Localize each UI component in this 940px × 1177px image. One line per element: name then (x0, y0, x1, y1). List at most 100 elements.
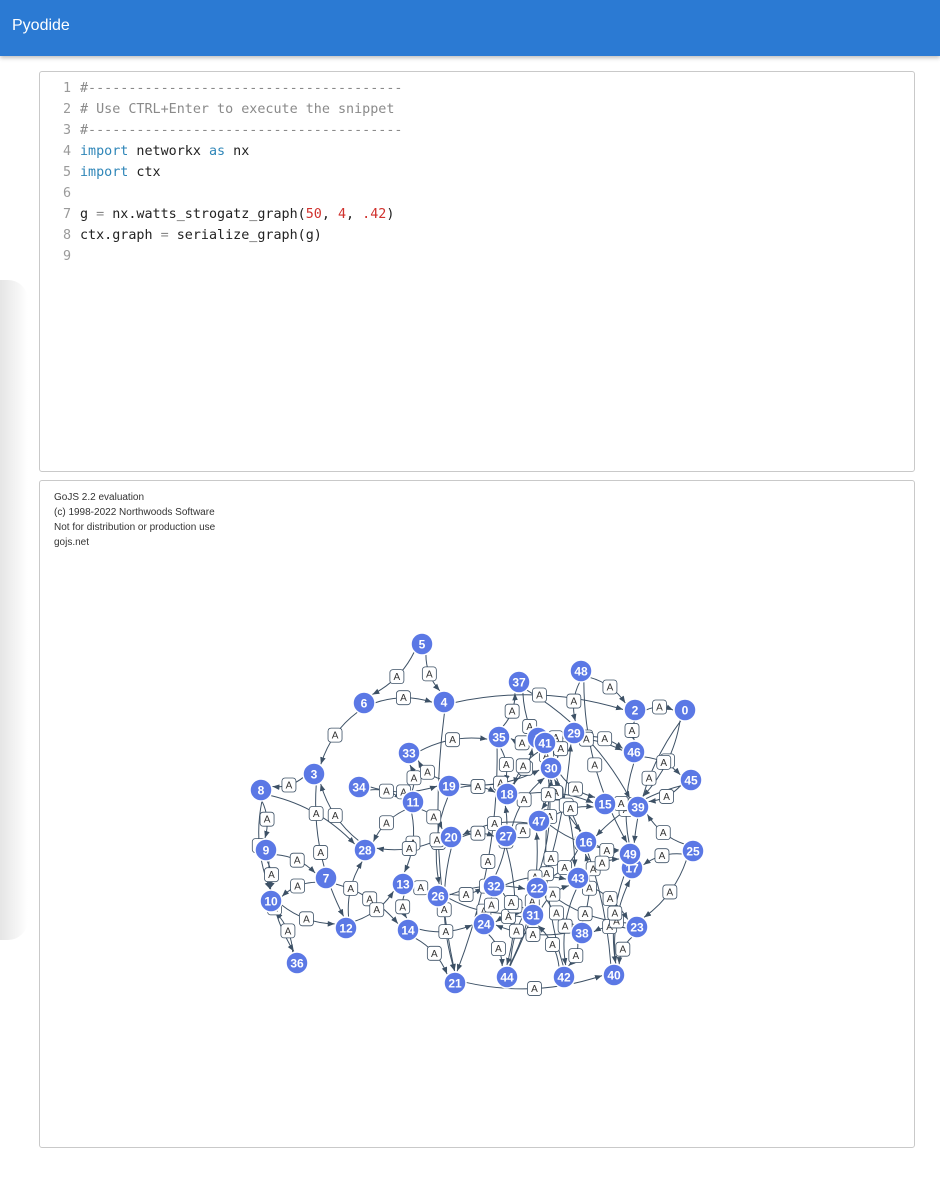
graph-node[interactable]: 13 (391, 872, 415, 896)
graph-node[interactable]: 2 (623, 698, 647, 722)
svg-text:A: A (347, 884, 354, 895)
svg-text:A: A (586, 884, 593, 895)
graph-node[interactable]: 37 (507, 670, 531, 694)
link-label: A (597, 731, 613, 747)
code-line[interactable]: 5 import ctx (40, 162, 402, 183)
graph-node[interactable]: 31 (521, 903, 545, 927)
link-label: A (289, 852, 305, 868)
svg-text:A: A (449, 735, 456, 746)
graph-node[interactable]: 30 (539, 756, 563, 780)
graph-node-label: 21 (448, 977, 462, 991)
graph-node-label: 32 (487, 880, 501, 894)
graph-node[interactable]: 15 (593, 792, 617, 816)
code-editor[interactable]: 1#--------------------------------------… (39, 71, 915, 472)
graph-node[interactable]: 43 (566, 866, 590, 890)
graph-node[interactable]: 49 (618, 842, 642, 866)
graph-node-label: 39 (631, 801, 645, 815)
graph-node[interactable]: 10 (259, 889, 283, 913)
graph-node[interactable]: 9 (254, 838, 278, 862)
svg-text:A: A (286, 781, 293, 792)
svg-text:A: A (520, 761, 527, 772)
svg-text:A: A (557, 744, 564, 755)
graph-node[interactable]: 24 (472, 912, 496, 936)
graph-node[interactable]: 42 (552, 965, 576, 989)
graph-node[interactable]: 34 (347, 775, 371, 799)
svg-text:A: A (562, 922, 569, 933)
graph-node[interactable]: 19 (437, 774, 461, 798)
link-label: A (280, 923, 296, 939)
graph-node[interactable]: 33 (397, 741, 421, 765)
code-text[interactable]: #--------------------------------------- (80, 81, 403, 96)
graph-node-label: 24 (477, 918, 491, 932)
svg-text:A: A (530, 930, 537, 941)
graph-node[interactable]: 5 (410, 632, 434, 656)
graph-diagram[interactable]: GoJS 2.2 evaluation (c) 1998-2022 Northw… (39, 480, 915, 1148)
svg-text:A: A (667, 887, 674, 898)
graph-node[interactable]: 8 (249, 778, 273, 802)
graph-node[interactable]: 20 (439, 825, 463, 849)
graph-node[interactable]: 40 (602, 963, 626, 987)
code-text[interactable]: g = nx.watts_strogatz_graph(50, 4, .42) (80, 207, 395, 222)
graph-node[interactable]: 25 (681, 839, 705, 863)
svg-text:A: A (430, 812, 437, 823)
graph-node[interactable]: 27 (494, 824, 518, 848)
code-text[interactable]: ctx.graph = serialize_graph(g) (80, 228, 322, 243)
code-line[interactable]: 6 (40, 183, 402, 204)
graph-node[interactable]: 48 (569, 659, 593, 683)
graph-node[interactable]: 18 (495, 782, 519, 806)
code-line[interactable]: 9 (40, 246, 402, 267)
graph-node[interactable]: 16 (574, 830, 598, 854)
graph-node[interactable]: 14 (396, 918, 420, 942)
code-line[interactable]: 2# Use CTRL+Enter to execute the snippet (40, 99, 402, 120)
svg-text:A: A (606, 922, 613, 933)
svg-text:A: A (434, 835, 441, 846)
graph-node[interactable]: 3 (302, 762, 326, 786)
graph-node[interactable]: 7 (314, 866, 338, 890)
graph-node[interactable]: 6 (352, 691, 376, 715)
link-label: A (470, 779, 486, 794)
graph-node[interactable]: 38 (570, 921, 594, 945)
graph-node[interactable]: 41 (533, 731, 557, 755)
graph-node-label: 28 (358, 844, 372, 858)
graph-node[interactable]: 28 (353, 838, 377, 862)
svg-text:A: A (424, 768, 431, 779)
graph-node[interactable]: 29 (562, 721, 586, 745)
graph-node[interactable]: 4 (432, 690, 456, 714)
graph-node[interactable]: 23 (625, 915, 649, 939)
svg-text:A: A (400, 787, 407, 798)
link-label: A (470, 825, 486, 841)
graph-node[interactable]: 26 (426, 884, 450, 908)
graph-node[interactable]: 22 (525, 876, 549, 900)
graph-node[interactable]: 12 (334, 916, 358, 940)
svg-text:A: A (441, 905, 448, 916)
graph-node[interactable]: 44 (495, 965, 519, 989)
code-line[interactable]: 3#--------------------------------------… (40, 120, 403, 141)
graph-node[interactable]: 45 (679, 768, 703, 792)
graph-node[interactable]: 21 (443, 971, 467, 995)
code-text[interactable]: import networkx as nx (80, 144, 250, 159)
code-line[interactable]: 1#--------------------------------------… (40, 78, 403, 99)
code-text[interactable]: #--------------------------------------- (80, 123, 403, 138)
code-text[interactable]: # Use CTRL+Enter to execute the snippet (80, 102, 395, 117)
code-line[interactable]: 4 import networkx as nx (40, 141, 402, 162)
graph-node[interactable]: 32 (482, 874, 506, 898)
line-number: 4 (62, 144, 71, 159)
line-number: 5 (62, 165, 71, 180)
watermark-line: GoJS 2.2 evaluation (54, 492, 145, 503)
code-lines[interactable]: 1#--------------------------------------… (40, 78, 403, 267)
graph-node[interactable]: 35 (487, 725, 511, 749)
graph-node[interactable]: 47 (527, 809, 551, 833)
svg-text:A: A (491, 819, 498, 830)
graph-node[interactable]: 11 (401, 790, 425, 814)
graph-node[interactable]: 39 (626, 795, 650, 819)
graph-node[interactable]: 0 (673, 698, 697, 722)
graph-nodes[interactable]: 0123456789101112131415161718192021222324… (249, 632, 705, 995)
graph-node[interactable]: 46 (622, 740, 646, 764)
code-text[interactable]: import ctx (80, 165, 161, 180)
graph-node[interactable]: 36 (285, 951, 309, 975)
graph-node-label: 35 (492, 731, 506, 745)
svg-text:A: A (475, 829, 482, 840)
